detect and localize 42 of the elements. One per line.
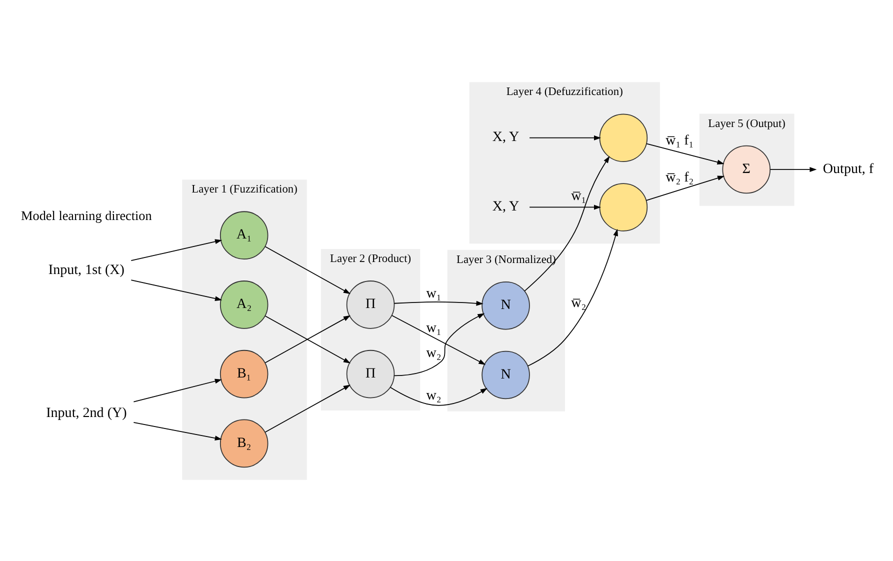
edge-label: w₂ [426, 386, 442, 403]
node-circle: Σ [722, 144, 771, 194]
arrow [130, 238, 222, 261]
arrow [394, 300, 484, 306]
arrow [770, 166, 817, 172]
node-circle: B₁ [220, 349, 268, 398]
arrow [646, 175, 725, 200]
node-text: X, Y [492, 198, 520, 214]
arrow [529, 134, 602, 140]
edge-label: w₁ [426, 319, 442, 336]
node-circle: A₁ [220, 210, 268, 259]
arrow [133, 378, 222, 402]
edge-label: w₂ [426, 344, 442, 361]
arrow [264, 384, 351, 432]
arrow [390, 386, 488, 406]
arrow [527, 228, 618, 366]
edge-label: w̅₂ [571, 294, 586, 311]
edge-label: w̅₁ [571, 188, 586, 204]
node-text: X, Y [492, 128, 520, 145]
node-circle [599, 182, 648, 231]
node-text: Input, 1st (X) [48, 261, 124, 278]
node-text: Input, 2nd (Y) [46, 404, 127, 420]
edge-label: w̅₂ f₂ [666, 169, 694, 186]
node-circle [599, 113, 648, 162]
arrow [524, 155, 610, 291]
node-circle: Π [346, 280, 395, 328]
arrow [646, 142, 724, 164]
node-circle: B₂ [220, 418, 268, 468]
edge-label: w̅₁ f₁ [666, 132, 694, 148]
edge-label: w₁ [426, 285, 442, 302]
arrow [133, 422, 222, 440]
arrow [130, 279, 222, 300]
arrow [392, 314, 486, 364]
arrow [264, 246, 351, 294]
arrow [394, 312, 485, 376]
node-text: Output, f [822, 160, 874, 176]
node-circle: A₂ [220, 280, 268, 328]
label: Model learning direction [21, 207, 152, 222]
arrow [529, 204, 602, 210]
node-circle: N [482, 280, 530, 330]
node-circle: N [482, 350, 530, 399]
node-circle: Π [346, 349, 395, 398]
